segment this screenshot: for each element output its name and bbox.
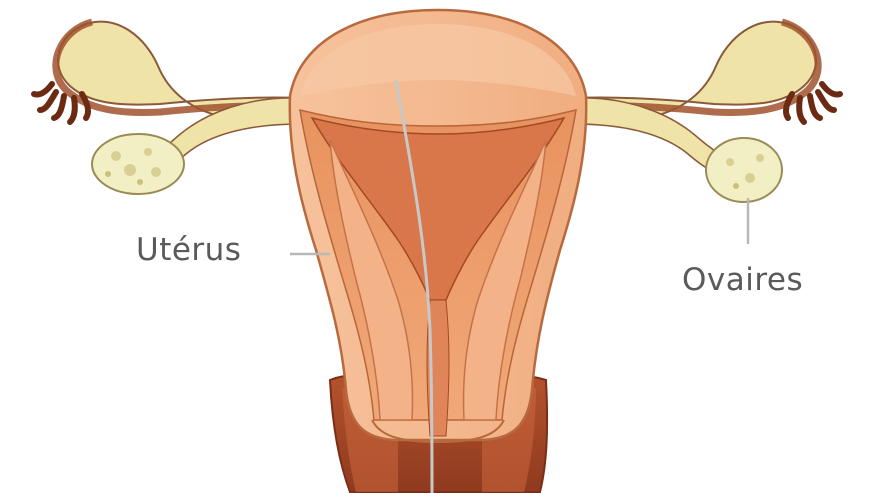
left-ovary bbox=[92, 134, 184, 194]
uterus-label: Utérus bbox=[136, 232, 241, 268]
right-ovary bbox=[706, 138, 782, 202]
ovaires-label: Ovaires bbox=[682, 262, 803, 298]
uterus-body bbox=[290, 10, 586, 442]
